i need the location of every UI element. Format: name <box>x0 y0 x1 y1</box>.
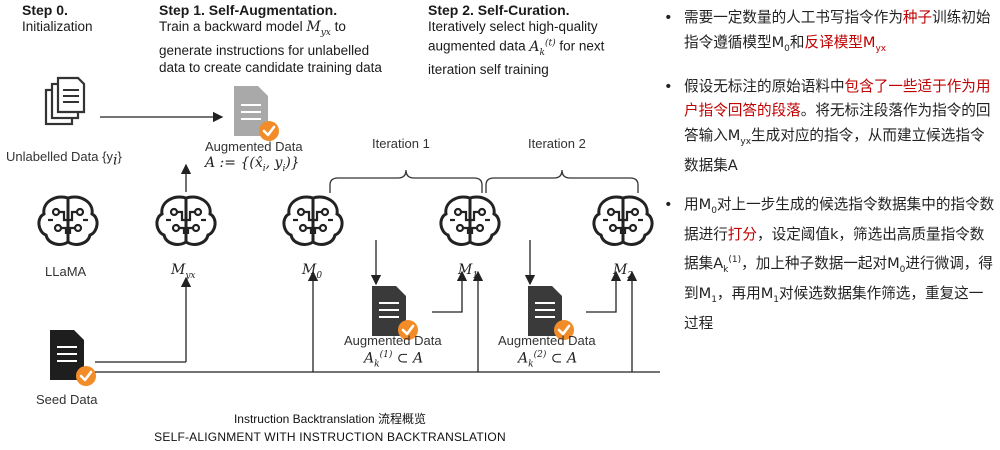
step2-line2b: for next <box>559 38 605 54</box>
step1-line3: data to create candidate training data <box>159 59 382 75</box>
unlabelled-data-label: Unlabelled Data {yi} <box>6 149 122 169</box>
step2-body: Iteratively select high-quality augmente… <box>428 18 648 78</box>
caption-line2: SELF-ALIGNMENT WITH INSTRUCTION BACKTRAN… <box>154 430 506 444</box>
m2-brain-icon <box>592 195 654 246</box>
augmented-document-1-icon <box>372 286 420 342</box>
m0-brain-icon <box>282 195 344 246</box>
iteration2-label: Iteration 2 <box>528 136 586 151</box>
step2-line2a: augmented data <box>428 38 526 54</box>
step1-title: Step 1. Self-Augmentation. <box>159 2 338 18</box>
documents-icon <box>44 76 86 126</box>
myx-label: Myx <box>171 262 196 281</box>
bullet-2: 假设无标注的原始语料中包含了一些适于作为用户指令回答的段落。将无标注段落作为指令… <box>662 75 996 179</box>
augmented-data-formula: A := {(x̂i, yi)} <box>205 155 300 174</box>
step2-ak: Ak(t) <box>529 38 556 58</box>
bullet-1: 需要一定数量的人工书写指令作为种子训练初始指令遵循模型M0和反译模型Myx <box>662 6 996 61</box>
step0-body: Initialization <box>22 19 93 34</box>
step1-body: Train a backward model Myx to generate i… <box>159 18 419 76</box>
step1-line1-end: to <box>334 19 346 34</box>
check-badge-icon <box>74 364 98 388</box>
check-badge-icon <box>257 119 281 143</box>
m0-label: M0 <box>302 262 323 281</box>
pipeline-diagram <box>37 76 660 388</box>
augmented-data-2-formula: Ak(2) ⊂ A <box>518 350 578 370</box>
augmented-data-1-formula: Ak(1) ⊂ A <box>364 350 424 370</box>
step1-block: Step 1. Self-Augmentation. Train a backw… <box>159 2 419 76</box>
m1-label: M1 <box>458 262 479 281</box>
step2-line3: iteration self training <box>428 62 549 78</box>
step1-line2: generate instructions for unlabelled <box>159 42 370 58</box>
augmented-data-1-label: Augmented Data <box>344 333 442 348</box>
augmented-document-2-icon <box>528 286 576 342</box>
step0-block: Step 0. Initialization <box>22 2 93 35</box>
m2-label: M2 <box>613 262 634 281</box>
seed-document-icon <box>50 330 98 388</box>
step1-line1: Train a backward model <box>159 19 303 34</box>
step2-title: Step 2. Self-Curation. <box>428 2 570 18</box>
llama-label: LLaMA <box>45 264 87 279</box>
iteration1-label: Iteration 1 <box>372 136 430 151</box>
llama-brain-icon <box>37 195 99 246</box>
bullet-3: 用M0对上一步生成的候选指令数据集中的指令数据进行打分，设定阈值k，筛选出高质量… <box>662 193 996 337</box>
step0-title: Step 0. <box>22 2 68 18</box>
seed-data-label: Seed Data <box>36 392 98 407</box>
step2-block: Step 2. Self-Curation. Iteratively selec… <box>428 2 648 78</box>
explanation-bullets: 需要一定数量的人工书写指令作为种子训练初始指令遵循模型M0和反译模型Myx 假设… <box>662 6 996 351</box>
step2-line1: Iteratively select high-quality <box>428 19 598 34</box>
augmented-document-icon <box>234 86 281 143</box>
augmented-data-2-label: Augmented Data <box>498 333 596 348</box>
step1-model: Myx <box>306 19 331 38</box>
caption-line1: Instruction Backtranslation 流程概览 <box>233 412 427 426</box>
m1-brain-icon <box>439 195 501 246</box>
myx-brain-icon <box>155 195 217 246</box>
augmented-data-label: Augmented Data <box>205 139 303 154</box>
